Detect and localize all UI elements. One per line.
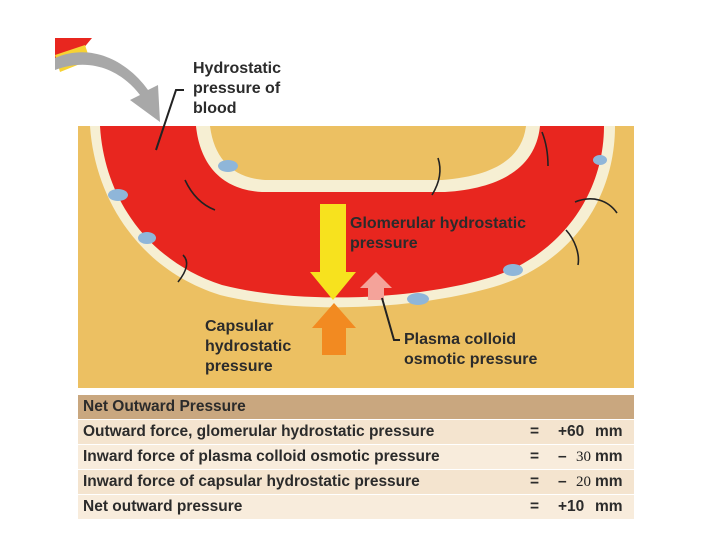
table-row: Net outward pressure = +10 mm: [78, 495, 634, 519]
glomerular-pressure-label: Glomerular hydrostatic pressure: [350, 215, 527, 252]
row-text: Net outward pressure: [83, 498, 243, 515]
blood-label-leader: [155, 89, 184, 151]
row-text: Inward force of plasma colloid osmotic p…: [83, 448, 440, 465]
table-row: Inward force of capsular hydrostatic pre…: [78, 470, 634, 494]
table-row: Inward force of plasma colloid osmotic p…: [78, 445, 634, 469]
colloid-label-leader: [381, 297, 400, 341]
row-value: +60: [558, 423, 585, 440]
blood-pressure-label: Hydrostatic pressure of blood: [193, 60, 282, 117]
capsular-pressure-arrow: [312, 303, 356, 355]
cell-nucleus: [407, 293, 429, 305]
colloid-pressure-arrow: [360, 272, 392, 300]
flow-arrow: [431, 157, 441, 196]
glomerulus-diagram: Hydrostatic pressure of blood Glomerular…: [55, 38, 634, 388]
cell-nucleus: [503, 264, 523, 276]
glomerular-pressure-arrow: [310, 204, 356, 300]
cell-nucleus: [108, 189, 128, 201]
gray-flow-arrow: [55, 52, 160, 123]
colloid-pressure-label: Plasma colloid osmotic pressure: [404, 331, 538, 368]
row-equals: =: [530, 423, 540, 440]
flow-arrow: [177, 254, 188, 283]
flow-arrow: [574, 198, 618, 214]
row-typed-value: 30: [576, 449, 591, 465]
row-equals: =: [530, 498, 540, 515]
row-equals: =: [530, 473, 540, 490]
flow-arrow: [541, 131, 549, 167]
capsular-pressure-label: Capsular hydrostatic pressure: [205, 318, 292, 375]
row-value: –: [558, 473, 567, 490]
cell-nucleus: [138, 232, 156, 244]
flow-arrow: [184, 179, 216, 211]
row-unit: mm: [595, 423, 623, 440]
glomerulus-illustration: [55, 38, 634, 388]
row-text: Inward force of capsular hydrostatic pre…: [83, 473, 420, 490]
inner-capsule-space: [210, 126, 526, 180]
cell-nucleus: [218, 160, 238, 172]
blood-region: [100, 126, 604, 298]
table-header: Net Outward Pressure: [78, 395, 634, 419]
row-unit: mm: [595, 473, 623, 490]
row-value: –: [558, 448, 567, 465]
table-row: Outward force, glomerular hydrostatic pr…: [78, 420, 634, 444]
row-equals: =: [530, 448, 540, 465]
row-text: Outward force, glomerular hydrostatic pr…: [83, 423, 435, 440]
net-pressure-table: Net Outward Pressure Outward force, glom…: [78, 395, 634, 520]
cell-nucleus: [593, 155, 607, 165]
table-title: Net Outward Pressure: [83, 398, 246, 415]
row-unit: mm: [595, 448, 623, 465]
row-value: +10: [558, 498, 585, 515]
flow-arrow: [565, 229, 580, 266]
row-typed-value: 20: [576, 474, 591, 490]
row-unit: mm: [595, 498, 623, 515]
